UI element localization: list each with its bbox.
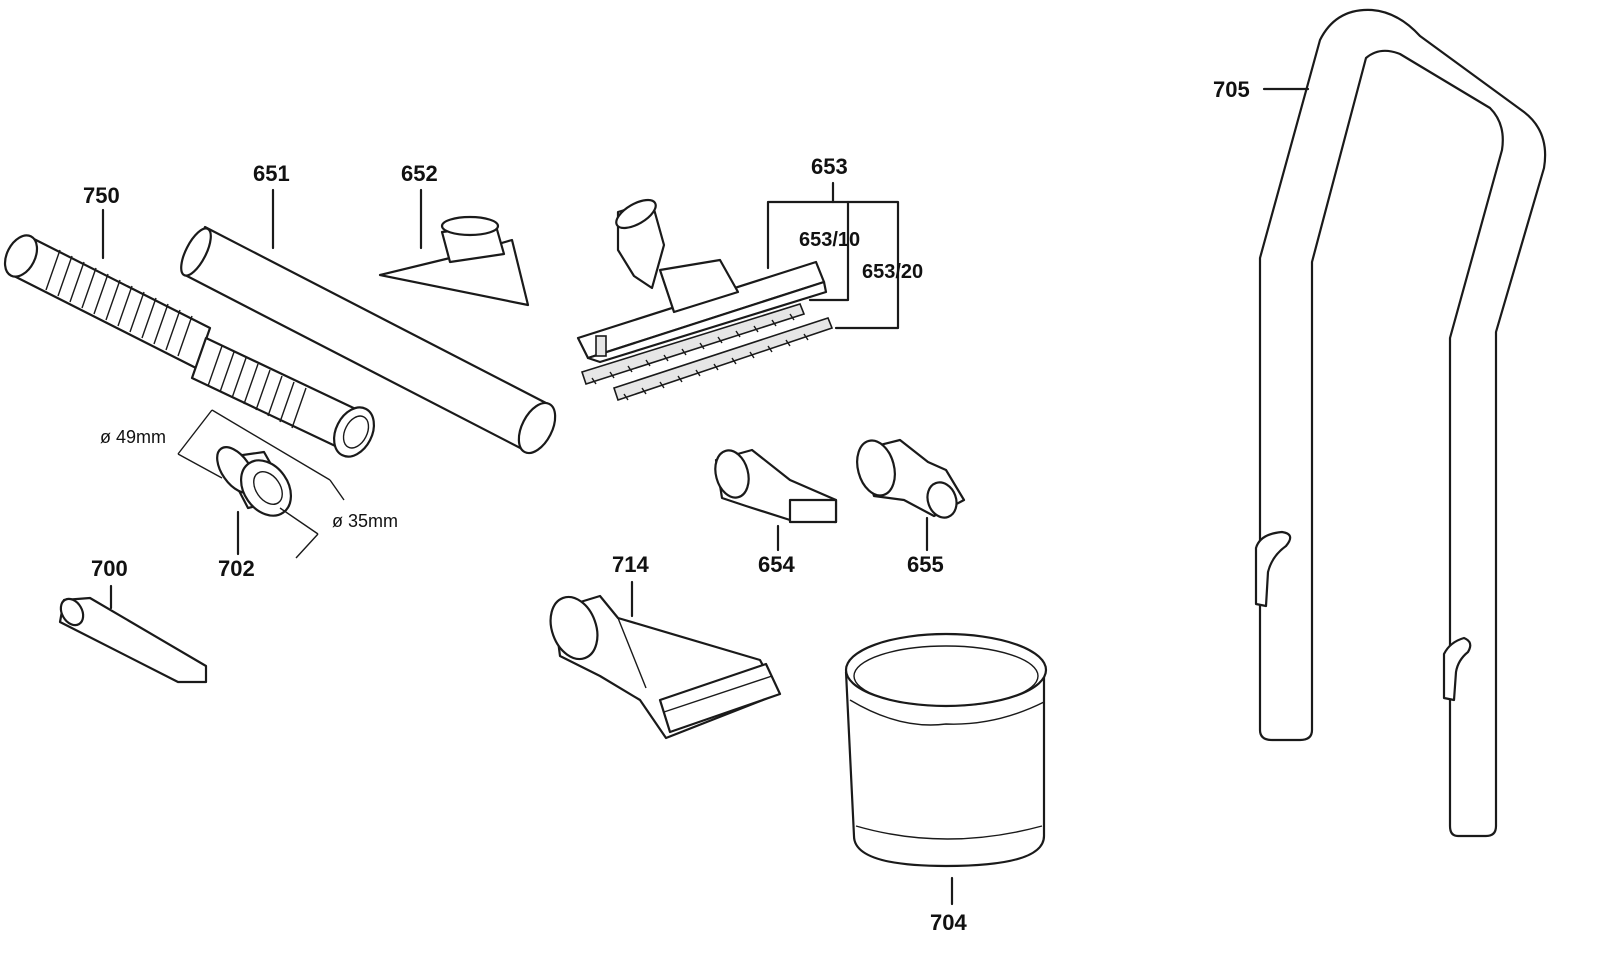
floor-tool-653 <box>576 198 828 364</box>
label-653-20: 653/20 <box>862 261 923 283</box>
label-704: 704 <box>930 910 967 935</box>
dimension-49mm: ø 49mm <box>100 427 166 447</box>
reducer-655 <box>856 438 966 519</box>
label-652: 652 <box>401 161 438 186</box>
hose-750 <box>3 234 376 458</box>
label-705: 705 <box>1213 77 1250 102</box>
label-702: 702 <box>218 556 255 581</box>
nozzle-652 <box>378 215 530 307</box>
label-653-10: 653/10 <box>799 229 860 251</box>
bracket-653 <box>766 200 900 330</box>
label-700: 700 <box>91 556 128 581</box>
label-750: 750 <box>83 183 120 208</box>
adapter-702 <box>216 446 293 517</box>
filter-container-704 <box>844 632 1048 868</box>
dimension-35mm: ø 35mm <box>332 511 398 531</box>
dimension-lines <box>177 409 345 559</box>
label-651: 651 <box>253 161 290 186</box>
handle-705 <box>1254 8 1547 838</box>
label-655: 655 <box>907 552 944 577</box>
flat-nozzle-654 <box>714 448 838 524</box>
leader-653-10 <box>808 200 850 302</box>
crevice-nozzle-700 <box>58 596 208 684</box>
brush-strip-653-20 <box>612 317 834 402</box>
label-714: 714 <box>612 552 649 577</box>
hose-ribs <box>45 249 307 429</box>
wide-nozzle-714 <box>549 594 782 740</box>
label-653: 653 <box>811 154 848 179</box>
tube-651 <box>180 225 557 455</box>
label-654: 654 <box>758 552 795 577</box>
brush-strip-653-10 <box>580 303 806 386</box>
